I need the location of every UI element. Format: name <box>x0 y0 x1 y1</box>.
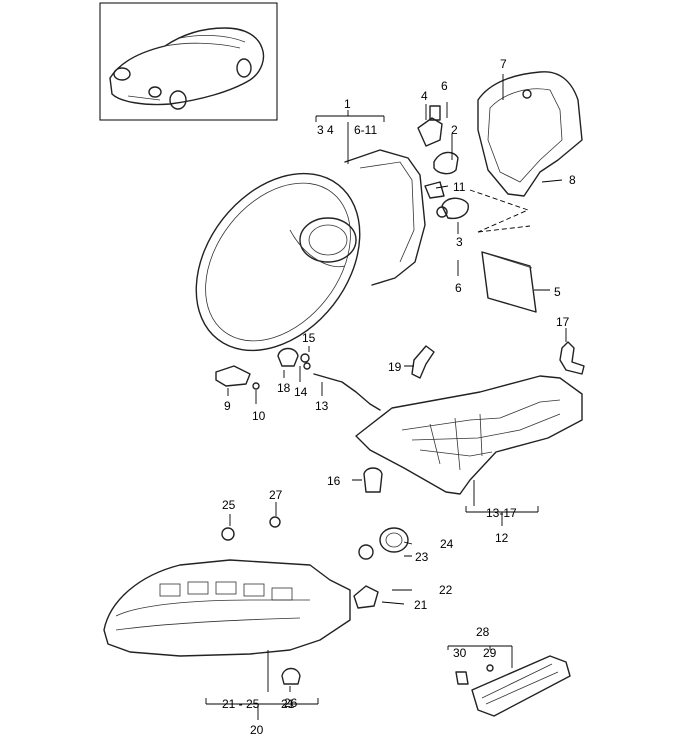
bulb-icon <box>417 105 469 220</box>
callout-labels: 1 3 4 6-11 2 3 4 5 6 6 7 8 9 10 11 12 13… <box>222 57 576 737</box>
adjuster-icon <box>215 365 251 387</box>
callout-2: 2 <box>451 123 458 137</box>
callout-17: 17 <box>556 315 570 329</box>
callout-1: 1 <box>344 97 351 111</box>
callout-11: 11 <box>453 180 466 194</box>
callout-10: 10 <box>252 409 266 423</box>
callout-29: 29 <box>483 646 497 660</box>
callout-7: 7 <box>500 57 507 71</box>
callout-21a: 21 <box>414 598 428 612</box>
callout-18: 18 <box>277 381 291 395</box>
headlight-cover-icon <box>477 71 583 197</box>
callout-6b: 6 <box>455 281 462 295</box>
callout-30: 30 <box>453 646 467 660</box>
front-lamp-icon <box>103 559 351 657</box>
callout-26: 26 <box>284 696 298 710</box>
callout-25: 25 <box>222 498 236 512</box>
callout-1-sub-b: 6-11 <box>354 123 377 137</box>
callout-6a: 6 <box>441 79 448 93</box>
cap-icon <box>277 347 299 367</box>
callout-9: 9 <box>224 399 231 413</box>
callout-20-sub: 21 - 25 <box>222 697 260 711</box>
callout-1-sub-a: 3 4 <box>317 123 334 137</box>
callout-13: 13 <box>315 399 329 413</box>
plug-icon <box>363 467 383 493</box>
callout-8: 8 <box>569 173 576 187</box>
callout-12-sub: 13-17 <box>486 506 517 520</box>
callout-27: 27 <box>269 488 283 502</box>
callout-21b: 21 <box>281 697 295 711</box>
side-marker-icon <box>455 655 571 717</box>
callout-15: 15 <box>302 331 316 345</box>
callout-3: 3 <box>456 235 463 249</box>
callout-24: 24 <box>440 537 454 551</box>
control-unit-icon <box>481 251 537 313</box>
callout-12: 12 <box>495 531 509 545</box>
callout-28: 28 <box>476 625 490 639</box>
headlight-housing-icon <box>195 149 426 352</box>
callout-22: 22 <box>439 583 453 597</box>
tray-icon <box>355 375 583 495</box>
callout-16: 16 <box>327 474 341 488</box>
callout-5: 5 <box>554 285 561 299</box>
car-thumbnail-icon <box>99 2 278 121</box>
callout-20: 20 <box>250 723 264 737</box>
callout-19: 19 <box>388 360 402 374</box>
callout-23: 23 <box>415 550 429 564</box>
mounting-bracket-icon <box>559 341 585 375</box>
callout-14: 14 <box>294 385 308 399</box>
callout-4: 4 <box>421 89 428 103</box>
